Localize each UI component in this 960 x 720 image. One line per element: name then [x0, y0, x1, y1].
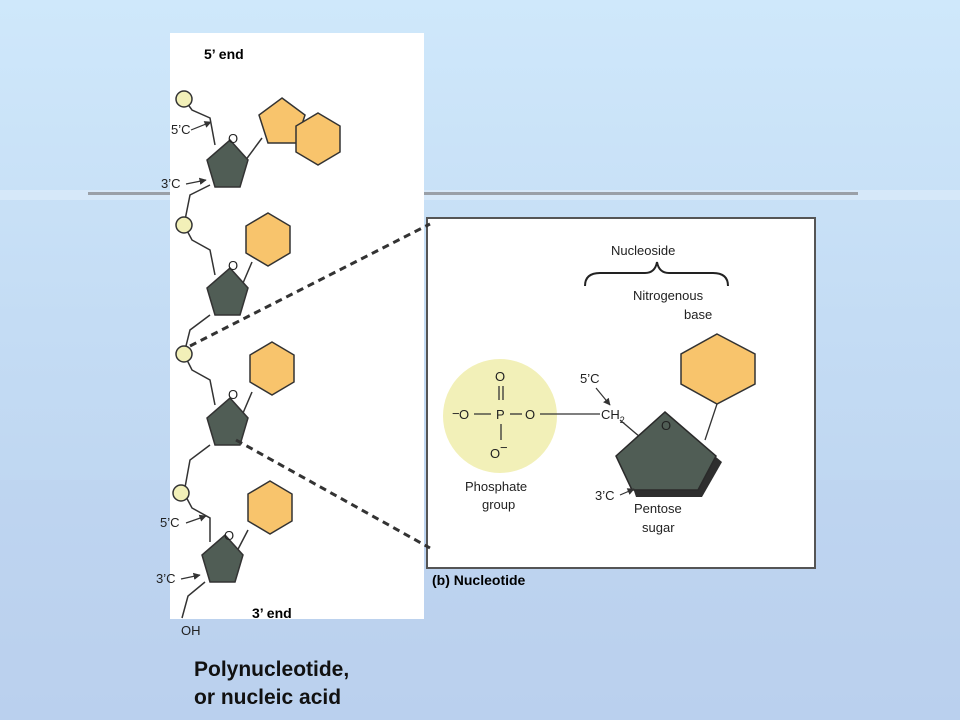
phosphate-circle: [175, 345, 193, 363]
arrow-icon: [619, 488, 635, 496]
pyrimidine-base-3: [249, 341, 295, 396]
pentose-sugars: [201, 138, 249, 583]
pentose-sugar-4: [201, 533, 244, 583]
zoom-lines: [189, 222, 431, 550]
nucleotide-carbon-3-label: 3’C: [595, 488, 615, 503]
background-band-top: [0, 190, 960, 200]
phosphate-circle: [175, 216, 193, 234]
five-prime-end-label: 5’ end: [204, 46, 244, 62]
nucleotide-ring-oxygen: O: [661, 418, 671, 433]
diagram-caption: Polynucleotide, or nucleic acid: [194, 656, 349, 712]
arrow-icon: [190, 121, 212, 131]
three-prime-end-label: 3’ end: [252, 605, 292, 621]
arrow-icon: [595, 387, 611, 406]
nitrogenous-base-hexagon: [680, 333, 756, 405]
ring-oxygen-label: O: [228, 387, 238, 402]
bond-line: [619, 419, 641, 438]
carbon-3-label: 3’C: [156, 571, 176, 586]
phosphate-left-oxygen: O: [459, 407, 469, 422]
arrow-icon: [185, 514, 207, 524]
phosphate-circles: [172, 90, 193, 502]
phosphate-group-label-2: group: [482, 497, 515, 512]
phosphate-group-circle: [443, 359, 557, 473]
nucleoside-brace: [584, 261, 729, 287]
caption-line-2: or nucleic acid: [194, 686, 342, 709]
hydroxyl-label: OH: [181, 623, 201, 638]
pyrimidine-base-2: [245, 212, 291, 267]
purine-hexagon: [295, 112, 341, 166]
carbon-5-label: 5’C: [160, 515, 180, 530]
nitrogenous-bases: [245, 97, 341, 535]
phosphate-top-oxygen: O: [495, 369, 505, 384]
phosphate-circle: [175, 90, 193, 108]
phosphate-left-charge: −: [452, 406, 460, 421]
arrow-icon: [185, 177, 207, 185]
glycosidic-bond-line: [704, 403, 718, 441]
nitrogenous-base-label-1: Nitrogenous: [633, 288, 704, 303]
nucleoside-label: Nucleoside: [611, 243, 675, 258]
pentose-sugar-1: [206, 138, 249, 188]
ring-oxygen-label: O: [224, 528, 234, 543]
ring-oxygen-label: O: [228, 131, 238, 146]
nitrogenous-base-label-2: base: [684, 307, 712, 322]
pentose-sugar-label-1: Pentose: [634, 501, 682, 516]
phosphate-group-label-1: Phosphate: [465, 479, 527, 494]
nucleotide-panel-label: (b) Nucleotide: [432, 572, 526, 588]
pentose-sugar-3: [206, 396, 249, 446]
phosphate-bottom-charge: −: [500, 440, 508, 455]
phosphorus-label: P: [496, 407, 505, 422]
pyrimidine-base-4: [247, 480, 293, 535]
purine-pentagon: [258, 97, 306, 144]
pentose-sugar-2: [206, 266, 249, 316]
arrow-icon: [180, 572, 201, 580]
carbon-3-label: 3’C: [161, 176, 181, 191]
carbon-5-label: 5’C: [171, 122, 191, 137]
ch2-label: CH2: [601, 407, 625, 425]
ring-oxygen-label: O: [228, 258, 238, 273]
phosphate-right-oxygen: O: [525, 407, 535, 422]
pentose-sugar-large: [615, 411, 717, 491]
phosphate-circle: [172, 484, 190, 502]
phosphate-bottom-oxygen: O: [490, 446, 500, 461]
caption-line-1: Polynucleotide,: [194, 658, 350, 681]
nucleotide-carbon-5-label: 5’C: [580, 371, 600, 386]
slide-divider-line: [88, 192, 858, 195]
pentose-sugar-label-2: sugar: [642, 520, 675, 535]
